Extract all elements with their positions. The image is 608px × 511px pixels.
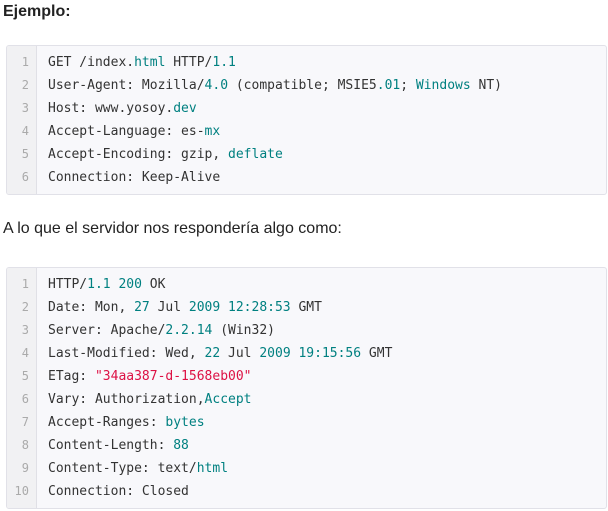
code-line: Content-Length: 88 <box>48 434 606 457</box>
code-line: Accept-Language: es-mx <box>48 120 606 143</box>
code-token: html <box>196 461 229 476</box>
code-token: 22 <box>204 346 221 361</box>
heading-ejemplo: Ejemplo: <box>3 3 71 20</box>
code-token: 27 <box>134 300 150 315</box>
line-number: 10 <box>14 484 29 498</box>
code-token: Date: Mon, <box>48 300 135 315</box>
code-token: Windows <box>415 78 471 93</box>
code-token: mx <box>204 124 221 139</box>
code-token: GMT <box>361 346 393 361</box>
code-token: Connection: Closed <box>48 484 189 499</box>
line-number: 2 <box>21 300 29 314</box>
code-token: Accept-Language: es- <box>48 124 205 139</box>
code-token: Accept-Encoding: gzip, <box>48 147 229 162</box>
code-token: html <box>134 55 166 70</box>
code-token: GMT <box>290 300 322 315</box>
code-line: Accept-Ranges: bytes <box>48 411 606 434</box>
line-number: 7 <box>21 415 29 429</box>
code-token: Server: Apache/ <box>48 323 166 338</box>
code-line: Content-Type: text/html <box>48 457 606 480</box>
code-line: Last-Modified: Wed, 22 Jul 2009 19:15:56… <box>48 342 606 365</box>
code-token: (compatible; MSIE5 <box>228 78 377 93</box>
code-token: HTTP/ <box>48 277 88 292</box>
code-token: NT) <box>470 78 503 93</box>
code-line: HTTP/1.1 200 OK <box>48 273 606 296</box>
line-number: 1 <box>21 55 29 69</box>
line-number: 4 <box>21 124 29 138</box>
code-token: 1.1 <box>87 277 111 292</box>
code-token: Accept <box>204 392 252 407</box>
code-line: Connection: Closed <box>48 480 606 503</box>
line-number: 5 <box>21 147 29 161</box>
code-token: dev <box>173 101 197 116</box>
code-line: Connection: Keep-Alive <box>48 166 606 189</box>
spacer <box>0 21 608 45</box>
line-number: 3 <box>21 323 29 337</box>
code-line: Host: www.yosoy.dev <box>48 97 606 120</box>
line-number: 3 <box>21 101 29 115</box>
line-number-gutter: 1 2 3 4 5 6 7 8 9 10 <box>7 268 37 508</box>
code-token: ; <box>400 78 416 93</box>
code-token: User-Agent: Mozilla/ <box>48 78 205 93</box>
code-token: Content-Type: text/ <box>48 461 197 476</box>
code-token: bytes <box>165 415 205 430</box>
code-line: Vary: Authorization,Accept <box>48 388 606 411</box>
code-token: Last-Modified: Wed, <box>48 346 205 361</box>
line-number: 6 <box>21 392 29 406</box>
code-line: Accept-Encoding: gzip, deflate <box>48 143 606 166</box>
code-token: (Win32) <box>212 323 275 338</box>
code-token: Vary: Authorization, <box>48 392 205 407</box>
spacer <box>0 238 608 267</box>
line-number: 4 <box>21 346 29 360</box>
line-number: 2 <box>21 78 29 92</box>
spacer <box>0 195 608 220</box>
code-token: ETag: <box>48 369 95 384</box>
code-line: Date: Mon, 27 Jul 2009 12:28:53 GMT <box>48 296 606 319</box>
line-number: 8 <box>21 438 29 452</box>
line-number: 5 <box>21 369 29 383</box>
code-line: User-Agent: Mozilla/4.0 (compatible; MSI… <box>48 74 606 97</box>
code-token: GET /index. <box>48 55 135 70</box>
code-token: OK <box>141 277 166 292</box>
code-token: "34aa387-d-1568eb00" <box>94 369 252 384</box>
line-number: 1 <box>21 277 29 291</box>
code-token: Jul <box>220 346 260 361</box>
code-token: 4.0 <box>204 78 229 93</box>
line-number-gutter: 1 2 3 4 5 6 <box>7 46 37 194</box>
code-token: deflate <box>228 147 283 162</box>
code-line: GET /index.html HTTP/1.1 <box>48 51 606 74</box>
code-token: 2.2.14 <box>165 323 213 338</box>
code-token: Connection: Keep-Alive <box>48 170 221 185</box>
code-token: 2009 19:15:56 <box>259 346 362 361</box>
code-token: Host: www.yosoy. <box>48 101 174 116</box>
code-token: Content-Length: <box>48 438 174 453</box>
code-token: 88 <box>173 438 189 453</box>
code-token: HTTP/ <box>165 55 213 70</box>
code-line: Server: Apache/2.2.14 (Win32) <box>48 319 606 342</box>
code-token: 200 <box>118 277 142 292</box>
code-token: 1.1 <box>212 55 236 70</box>
line-number: 9 <box>21 461 29 475</box>
code-token: Accept-Ranges: <box>48 415 166 430</box>
code-token: Jul <box>149 300 189 315</box>
code-token: 2009 12:28:53 <box>188 300 291 315</box>
code-token: .01 <box>376 78 401 93</box>
paragraph-server-response: A lo que el servidor nos respondería alg… <box>3 220 342 237</box>
line-number: 6 <box>21 170 29 184</box>
code-line: ETag: "34aa387-d-1568eb00" <box>48 365 606 388</box>
